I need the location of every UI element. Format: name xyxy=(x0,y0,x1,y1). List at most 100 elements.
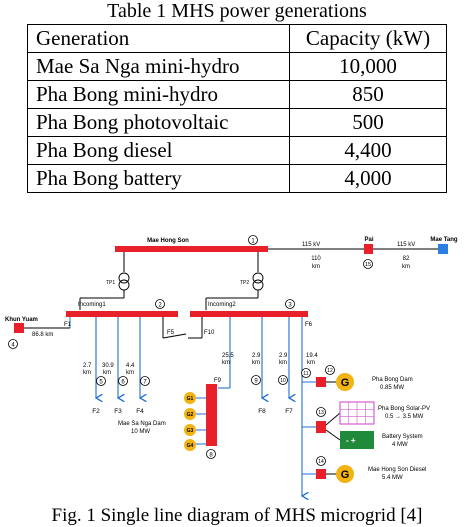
header-capacity: Capacity (kW) xyxy=(289,24,447,53)
feeder-f3-km-top: 30.9 xyxy=(102,363,114,369)
generation-name: Pha Bong photovoltaic xyxy=(27,108,290,137)
label-f10: F10 xyxy=(204,330,215,336)
label-f1: F1 xyxy=(64,322,72,328)
battery-name: Battery System xyxy=(382,434,423,440)
node-2-number: 2 xyxy=(158,303,162,309)
bus-incoming2 xyxy=(190,311,308,317)
mhs-bus xyxy=(115,246,268,252)
node-1-number: 1 xyxy=(251,239,255,245)
generation-capacity: 4,000 xyxy=(289,164,447,193)
generator-g1 xyxy=(184,392,196,404)
pha-bong-dam-capacity: 0.85 MW xyxy=(380,385,404,391)
line-khun-yuam-km: 86.8 km xyxy=(32,332,53,338)
feeder-f8-km-bottom: km xyxy=(252,360,260,366)
feeder-f2-km-top: 2.7 xyxy=(83,363,92,369)
node-14-number: 14 xyxy=(318,459,324,465)
diesel-generator-label: G xyxy=(341,469,350,481)
feeder-f6-km-bottom: km xyxy=(307,360,315,366)
node-11-number: 11 xyxy=(303,371,308,377)
table-row: Pha Bong diesel 4,400 xyxy=(27,136,447,165)
khun-yuam-bus xyxy=(14,323,24,333)
table-row: Mae Sa Nga mini-hydro 10,000 xyxy=(27,52,447,81)
table-row: Pha Bong battery 4,000 xyxy=(27,164,447,193)
feeder-f9-km-top: 25.5 xyxy=(222,353,234,359)
tp1-label: TP1 xyxy=(106,280,115,286)
label-f6: F6 xyxy=(305,322,313,328)
node-4-number: 4 xyxy=(11,343,15,349)
line-tang-km-top: 82 xyxy=(403,256,410,262)
node-6-marker xyxy=(118,376,128,386)
label-f9: F9 xyxy=(214,378,222,384)
generator-g2-label: G2 xyxy=(187,412,194,418)
generator-g4 xyxy=(184,439,196,451)
incoming2-label: Incoming2 xyxy=(208,302,236,308)
line-tang-kv: 115 kV xyxy=(397,242,415,248)
single-line-diagram: Mae Hong Son 1 115 kV 110 km Pai 15 115 … xyxy=(5,235,458,503)
node-3-marker xyxy=(285,299,295,309)
bus-incoming1 xyxy=(66,311,178,317)
diesel-generator xyxy=(336,465,354,483)
khun-yuam-label: Khun Yuam xyxy=(5,317,38,323)
table-title: Table 1 MHS power generations xyxy=(107,0,367,22)
node-3-number: 3 xyxy=(288,303,292,309)
feeder-f4-km-top: 4.4 xyxy=(126,363,135,369)
node-15-marker xyxy=(363,259,373,269)
node-6-number: 6 xyxy=(121,380,125,386)
node-14-marker xyxy=(316,456,326,466)
node-13-number: 13 xyxy=(318,410,324,416)
line-tang-km-bottom: km xyxy=(402,264,410,270)
diesel-name: Mae Hong Son Diesel xyxy=(368,467,426,473)
node-13-marker xyxy=(316,407,326,417)
node-10-marker xyxy=(278,375,288,385)
mae-sa-nga-name: Mae Sa Nga Dam xyxy=(118,421,166,427)
generator-g3 xyxy=(184,424,196,436)
generation-name: Mae Sa Nga mini-hydro xyxy=(27,52,290,81)
header-generation: Generation xyxy=(27,24,290,53)
table-row: Pha Bong photovoltaic 500 xyxy=(27,108,447,137)
incoming1-label: Incoming1 xyxy=(78,302,106,308)
feeder-f3-km-bottom: km xyxy=(103,370,111,376)
node-4-marker xyxy=(8,339,18,349)
diesel-bus xyxy=(316,469,326,479)
node-11-marker xyxy=(301,368,311,378)
solar-name: Pha Bong Solar-PV xyxy=(378,406,430,412)
node-12-marker xyxy=(325,365,335,375)
feeder-f6-km-top: 19.4 xyxy=(306,353,318,359)
node-2-marker xyxy=(155,299,165,309)
feeder-f9-km-bottom: km xyxy=(222,360,230,366)
label-f3: F3 xyxy=(114,408,122,415)
generation-capacity: 4,400 xyxy=(289,136,447,165)
generation-name: Pha Bong mini-hydro xyxy=(27,80,290,109)
table-row: Pha Bong mini-hydro 850 xyxy=(27,80,447,109)
battery-capacity: 4 MW xyxy=(392,442,408,448)
diesel-capacity: 5.4 MW xyxy=(382,475,403,481)
pha-bong-dam-generator xyxy=(336,373,354,391)
line-pai-km-top: 110 xyxy=(311,256,321,262)
bus-f9 xyxy=(206,384,217,446)
label-f4: F4 xyxy=(136,408,144,415)
pai-bus xyxy=(364,244,373,254)
label-f2: F2 xyxy=(92,408,100,415)
node-9-marker xyxy=(251,375,261,385)
mae-tang-label: Mae Tang xyxy=(430,237,458,243)
generation-capacity: 500 xyxy=(289,108,447,137)
battery-link xyxy=(325,429,341,441)
mhs-bus-label: Mae Hong Son xyxy=(147,238,189,244)
generation-name: Pha Bong battery xyxy=(27,164,290,193)
line-pai-kv: 115 kV xyxy=(302,242,320,248)
feeder-f2-km-bottom: km xyxy=(83,370,91,376)
node-7-number: 7 xyxy=(143,380,147,386)
generation-name: Pha Bong diesel xyxy=(27,136,290,165)
node-5-marker xyxy=(96,376,106,386)
node-10-number: 10 xyxy=(280,378,286,384)
figure-caption: Fig. 1 Single line diagram of MHS microg… xyxy=(51,505,423,526)
pha-bong-dam-name: Pha Bong Dam xyxy=(372,377,413,383)
feeder-f7-km-bottom: km xyxy=(279,360,287,366)
solar-capacity: 0.5 → 3.5 MW xyxy=(385,414,424,420)
node-8-number: 8 xyxy=(209,453,213,459)
generator-g2 xyxy=(184,408,196,420)
pha-bong-pv-bus xyxy=(316,421,326,433)
mae-tang-bus xyxy=(438,244,448,254)
node-5-number: 5 xyxy=(99,380,103,386)
pv-panel-link xyxy=(325,412,341,426)
